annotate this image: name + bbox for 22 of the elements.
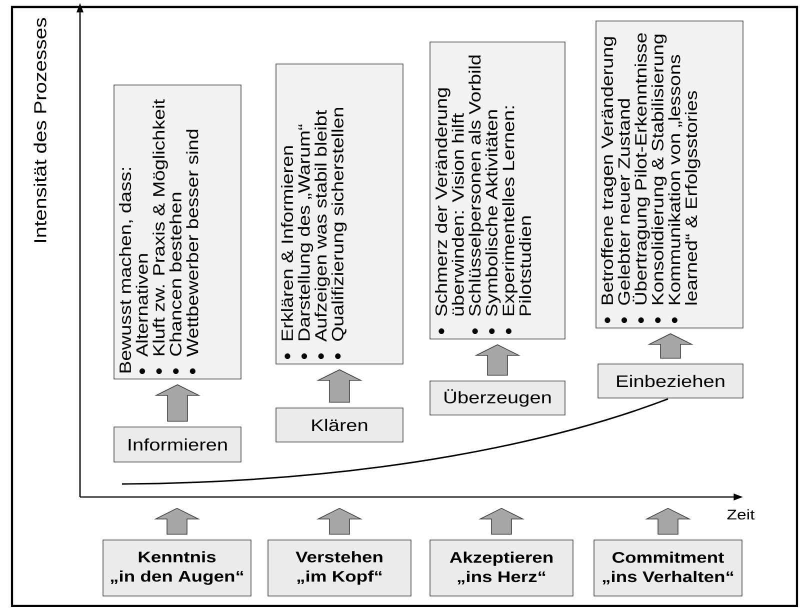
action-box: Überzeugen bbox=[430, 380, 566, 416]
stage-box: Kenntnis „in den Augen“ bbox=[102, 540, 252, 596]
block-arrow bbox=[474, 344, 521, 376]
text-box: Schmerz der Veränderung überwinden: Vision hilft Schlüsselpersonen als Vorbild Symbolische Aktivitäten Experimentelles Lernen: Pilotstudien bbox=[430, 42, 566, 340]
text-box: Betroffene tragen Veränderung Gelebter neuer Zustand Übertragung Pilot-Erkenntnisse Konsolidierung & Stabilisierung Kommunikation von „lessons learned“ & Erfolgsstories bbox=[596, 20, 744, 328]
stage-box: Akzeptieren „ins Herz“ bbox=[430, 540, 574, 596]
text-box: Erklären & Informieren Darstellung des „Warum“ Aufzeigen was stabil bleibt Qualifizierung sicherstellen bbox=[276, 64, 404, 364]
axis-title: Zeit bbox=[727, 509, 755, 520]
text-box: Bewusst machen, dass: Alternativen Kluft zw. Praxis & Möglichkeit Chancen bestehen Wettbewerber besser sind bbox=[114, 84, 242, 380]
axis-title: Intensität des Prozesses bbox=[34, 18, 46, 242]
block-arrow bbox=[154, 384, 201, 422]
block-arrow bbox=[154, 508, 200, 535]
action-box: Einbeziehen bbox=[598, 364, 744, 398]
block-arrow bbox=[316, 369, 363, 403]
stage-box: Verstehen „im Kopf“ bbox=[268, 540, 412, 596]
block-arrow bbox=[478, 508, 525, 535]
block-arrow bbox=[644, 508, 692, 535]
action-box: Informieren bbox=[114, 426, 242, 462]
block-arrow bbox=[647, 333, 694, 359]
action-box: Klären bbox=[276, 408, 404, 442]
block-arrow bbox=[316, 508, 363, 535]
stage-box: Commitment „ins Verhalten“ bbox=[594, 540, 742, 596]
